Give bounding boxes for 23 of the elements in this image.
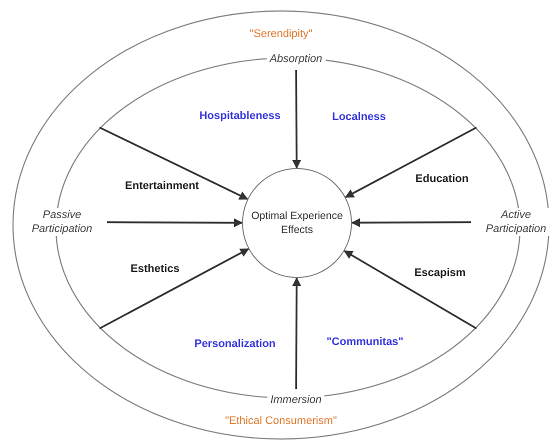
arrow xyxy=(351,218,471,228)
sector-label: Esthetics xyxy=(130,263,180,275)
arrow xyxy=(292,70,302,169)
node-label: Passive Participation xyxy=(32,209,92,235)
node-label: Immersion xyxy=(270,394,322,406)
arrow xyxy=(344,250,477,330)
sector-label: "Communitas" xyxy=(326,336,404,348)
sector-label: Education xyxy=(415,173,469,185)
sector-label: Escapism xyxy=(414,267,466,279)
arrow xyxy=(344,126,477,198)
arrow xyxy=(99,126,248,200)
ring-label: "Ethical Consumerism" xyxy=(225,415,337,427)
node-label: Absorption xyxy=(270,53,322,65)
arrow xyxy=(292,277,302,389)
sector-label: Personalization xyxy=(194,338,276,350)
ring-label: "Serendipity" xyxy=(250,28,312,40)
sector-label: Entertainment xyxy=(125,180,199,192)
sector-label: Localness xyxy=(332,111,386,123)
axis-label: Absorption xyxy=(266,52,326,66)
arrow xyxy=(107,218,243,228)
arrow xyxy=(99,248,250,330)
sector-label: Hospitableness xyxy=(199,110,281,122)
center-circle: Optimal Experience Effects xyxy=(242,168,352,278)
